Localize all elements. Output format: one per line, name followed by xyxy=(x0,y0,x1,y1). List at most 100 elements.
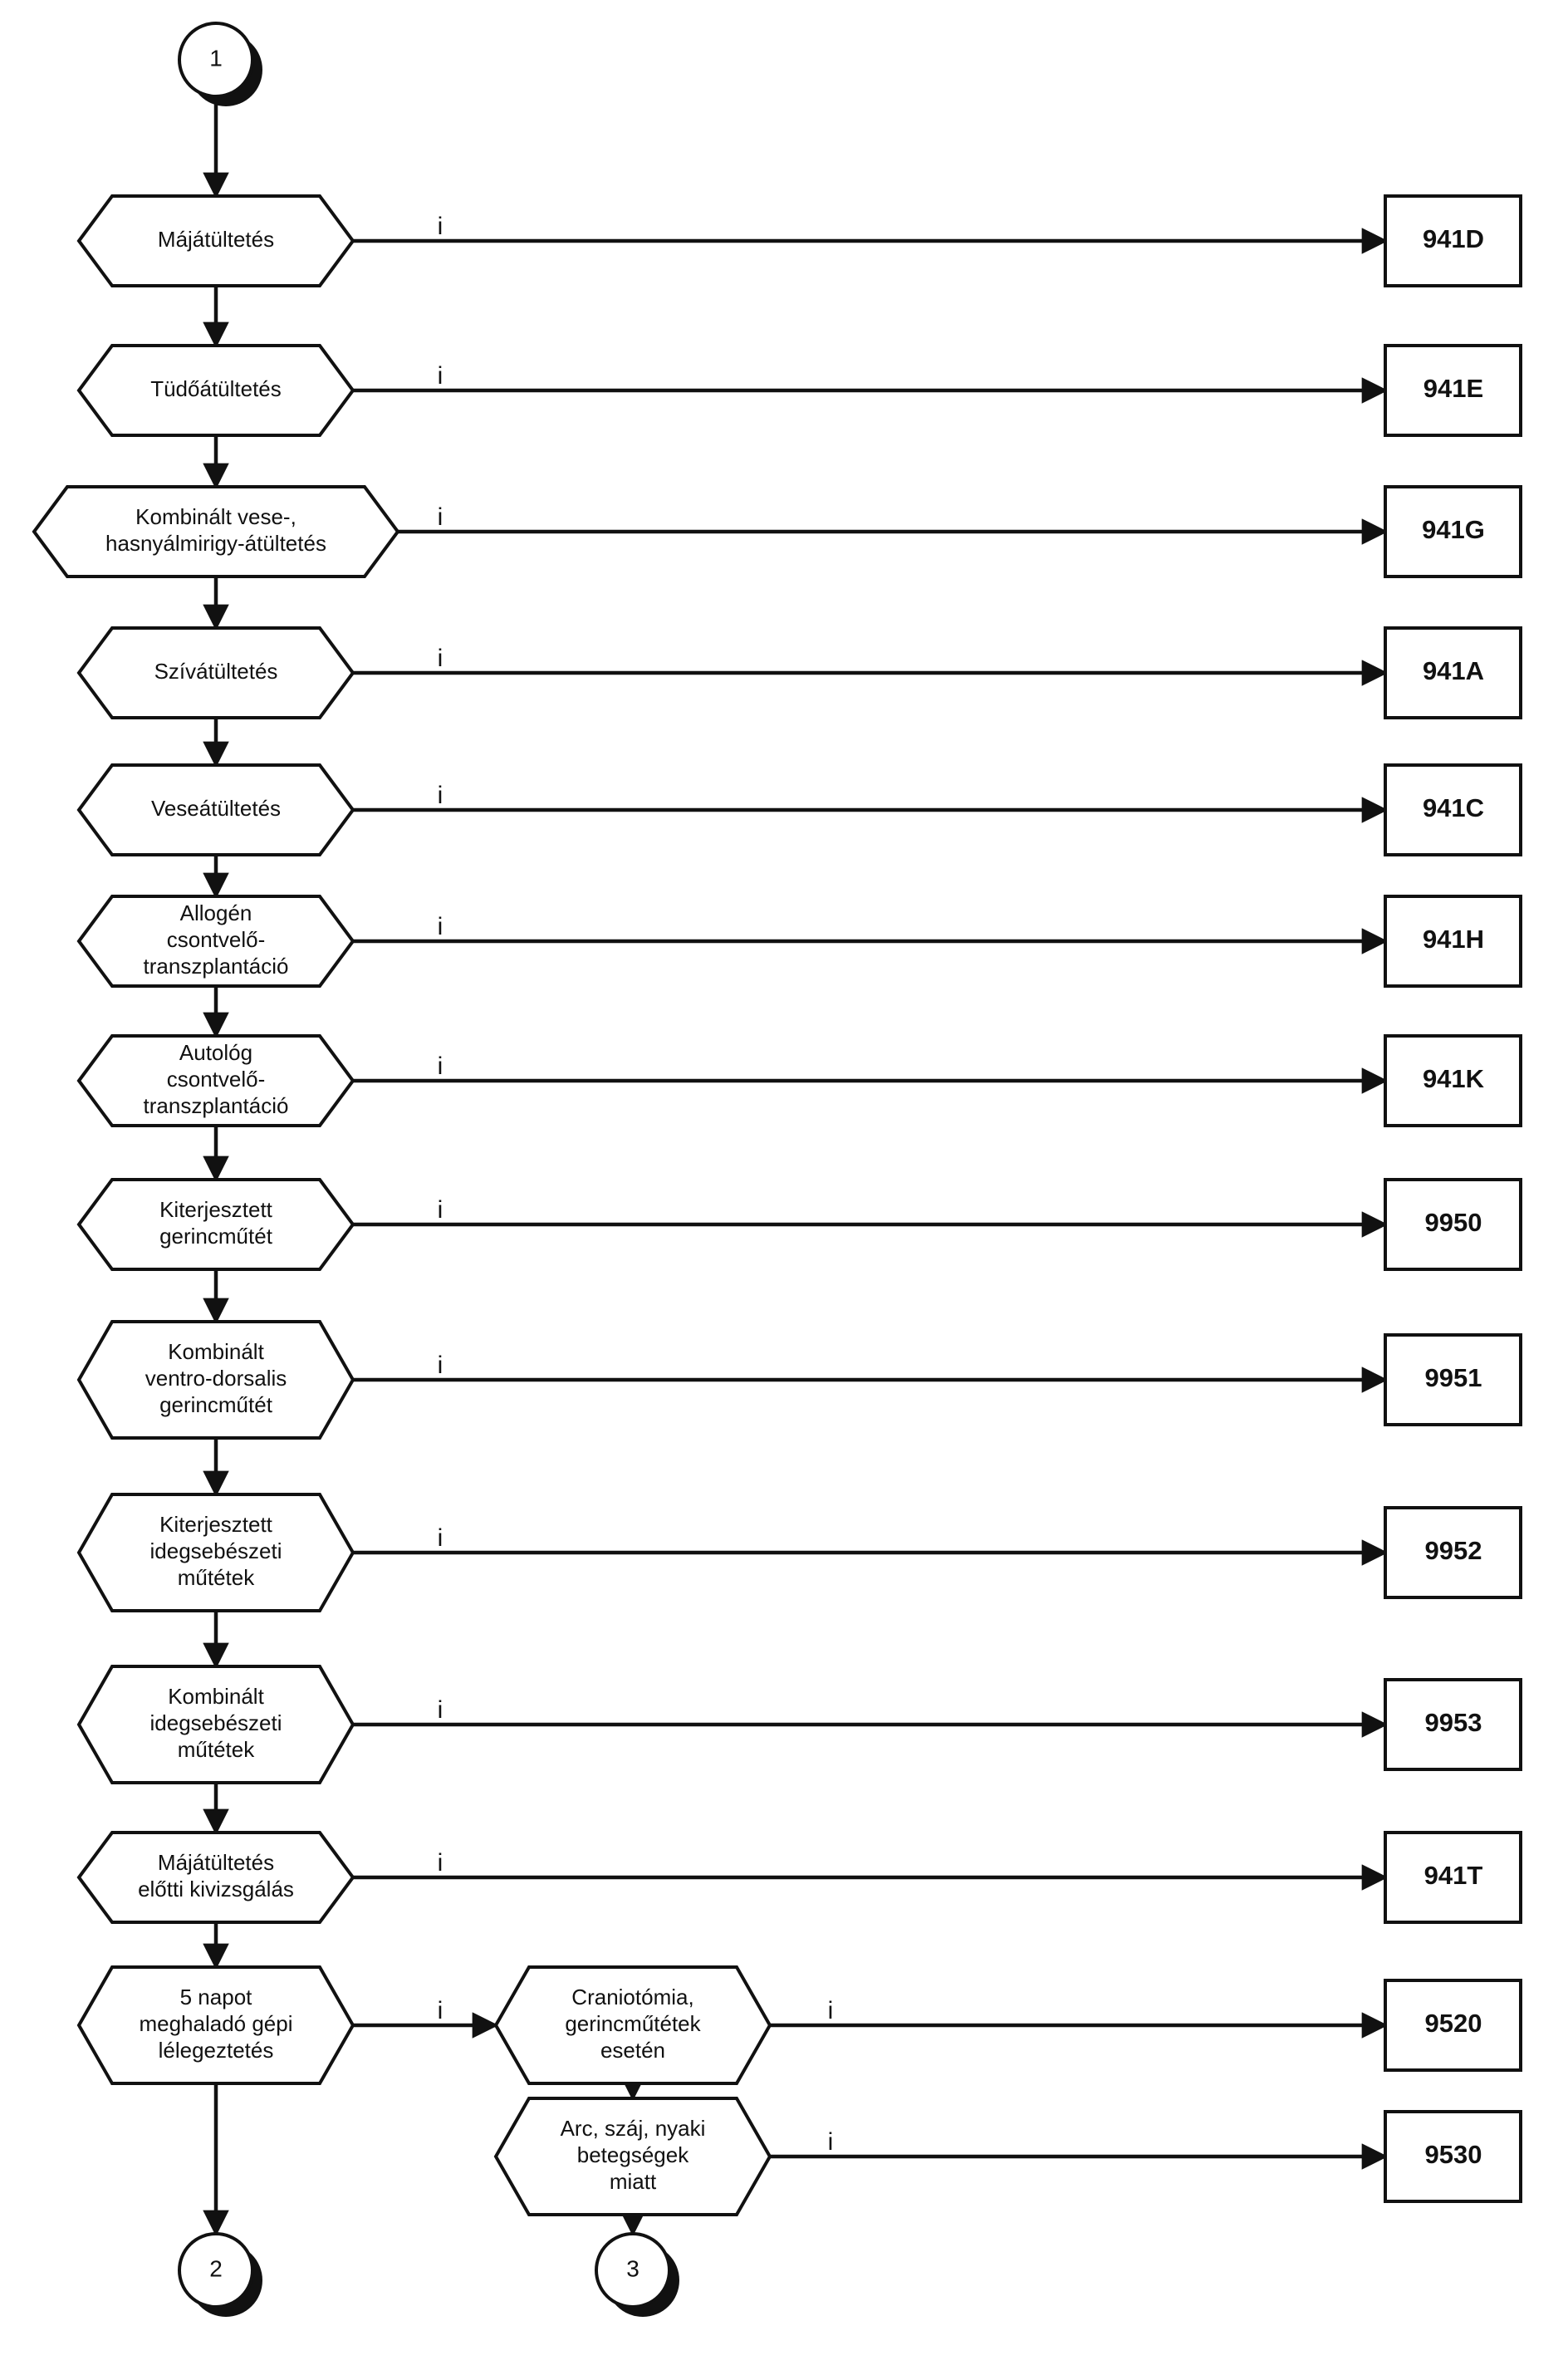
code-box: 9952 xyxy=(1384,1506,1522,1599)
decision-hexagon xyxy=(76,1665,355,1784)
decision-label-line: betegségek xyxy=(577,2142,689,2167)
decision-label-line: miatt xyxy=(610,2169,657,2194)
decision-hexagon xyxy=(493,2097,772,2216)
decision-label-line: csontvelő- xyxy=(167,927,266,952)
decision-hexagon xyxy=(76,1178,355,1271)
branch-label: i xyxy=(438,1997,443,2024)
connector-circle xyxy=(595,2232,671,2309)
code-label: 941G xyxy=(1422,515,1485,544)
code-label: 9520 xyxy=(1425,2009,1482,2038)
decision-hexagon xyxy=(76,763,355,856)
code-box: 9520 xyxy=(1384,1979,1522,2072)
decision-hexagon xyxy=(76,1034,355,1127)
decision-label-line: idegsebészeti xyxy=(150,1538,282,1563)
code-box-frame xyxy=(1384,1506,1522,1599)
code-label: 941T xyxy=(1424,1861,1483,1890)
code-box: 941E xyxy=(1384,344,1522,437)
code-box: 941C xyxy=(1384,763,1522,856)
code-box-frame xyxy=(1384,1979,1522,2072)
code-box-frame xyxy=(1384,1831,1522,1924)
branch-label: i xyxy=(438,1352,443,1379)
branch-label: i xyxy=(438,362,443,390)
code-label: 9951 xyxy=(1425,1363,1482,1392)
code-box: 9953 xyxy=(1384,1678,1522,1771)
decision-label-line: gerincműtét xyxy=(159,1224,273,1249)
code-box-frame xyxy=(1384,626,1522,719)
code-label: 941D xyxy=(1423,224,1484,253)
decision-label-line: előtti kivizsgálás xyxy=(138,1877,294,1901)
decision-node: Veseátültetés xyxy=(76,763,355,856)
branch-label: i xyxy=(438,645,443,672)
branch-label: i xyxy=(438,782,443,809)
end-connector: 3 xyxy=(595,2232,679,2317)
decision-label-line: műtétek xyxy=(178,1737,255,1762)
code-label: 9953 xyxy=(1425,1708,1482,1737)
decision-label-line: Májátültetés xyxy=(158,1850,274,1875)
decision-hexagon xyxy=(76,194,355,287)
code-box: 941T xyxy=(1384,1831,1522,1924)
branch-label: i xyxy=(438,1696,443,1724)
code-label: 941H xyxy=(1423,925,1484,954)
code-box-frame xyxy=(1384,1034,1522,1127)
branch-label: i xyxy=(438,1053,443,1080)
decision-hexagon xyxy=(76,626,355,719)
decision-label-line: Kiterjesztett xyxy=(159,1197,273,1222)
code-label: 9952 xyxy=(1425,1536,1482,1565)
end-connector: 2 xyxy=(178,2232,262,2317)
code-box: 941G xyxy=(1384,485,1522,578)
code-box: 941H xyxy=(1384,895,1522,988)
decision-label-line: Arc, száj, nyaki xyxy=(561,2116,706,2141)
code-box-frame xyxy=(1384,895,1522,988)
decision-label-line: csontvelő- xyxy=(167,1067,266,1092)
decision-label-line: gerincműtétek xyxy=(565,2011,701,2036)
code-box-frame xyxy=(1384,194,1522,287)
code-box-frame xyxy=(1384,763,1522,856)
branch-label: i xyxy=(438,913,443,940)
branch-label: i xyxy=(828,2128,834,2156)
branch-label: i xyxy=(438,1196,443,1224)
decision-label-line: Autológ xyxy=(179,1040,252,1065)
decision-hexagon xyxy=(493,1965,772,2085)
decision-hexagon xyxy=(76,895,355,988)
branch-label: i xyxy=(438,1524,443,1552)
decision-label-line: esetén xyxy=(600,2038,665,2063)
code-box-frame xyxy=(1384,1333,1522,1426)
decision-label-line: transzplantáció xyxy=(144,954,289,979)
decision-label-line: hasnyálmirigy-átültetés xyxy=(105,531,326,556)
code-box: 941K xyxy=(1384,1034,1522,1127)
decision-node: Kombinált vese-,hasnyálmirigy-átültetés xyxy=(32,485,400,578)
code-box: 941D xyxy=(1384,194,1522,287)
decision-hexagon xyxy=(32,485,400,578)
code-label: 941E xyxy=(1423,374,1483,403)
decision-label-line: 5 napot xyxy=(180,1985,253,2009)
code-label: 9950 xyxy=(1425,1208,1482,1237)
connector-label: 2 xyxy=(209,2255,223,2281)
decision-label-line: Kiterjesztett xyxy=(159,1512,273,1537)
code-label: 941A xyxy=(1423,656,1484,685)
decision-node: Tüdőátültetés xyxy=(76,344,355,437)
decision-label-line: meghaladó gépi xyxy=(139,2011,292,2036)
decision-label-line: lélegeztetés xyxy=(159,2038,274,2063)
branch-label: i xyxy=(828,1997,834,2024)
decision-hexagon xyxy=(76,1965,355,2085)
decision-label-line: Veseátültetés xyxy=(151,796,281,821)
decision-label-line: Kombinált vese-, xyxy=(135,504,296,529)
decision-label-line: műtétek xyxy=(178,1565,255,1590)
decision-label-line: Tüdőátültetés xyxy=(150,376,282,401)
connector-label: 1 xyxy=(209,45,223,71)
code-box-frame xyxy=(1384,344,1522,437)
connector-circle xyxy=(178,2232,254,2309)
code-box-frame xyxy=(1384,1178,1522,1271)
decision-label-line: transzplantáció xyxy=(144,1093,289,1118)
decision-label-line: Craniotómia, xyxy=(571,1985,693,2009)
code-box-frame xyxy=(1384,1678,1522,1771)
